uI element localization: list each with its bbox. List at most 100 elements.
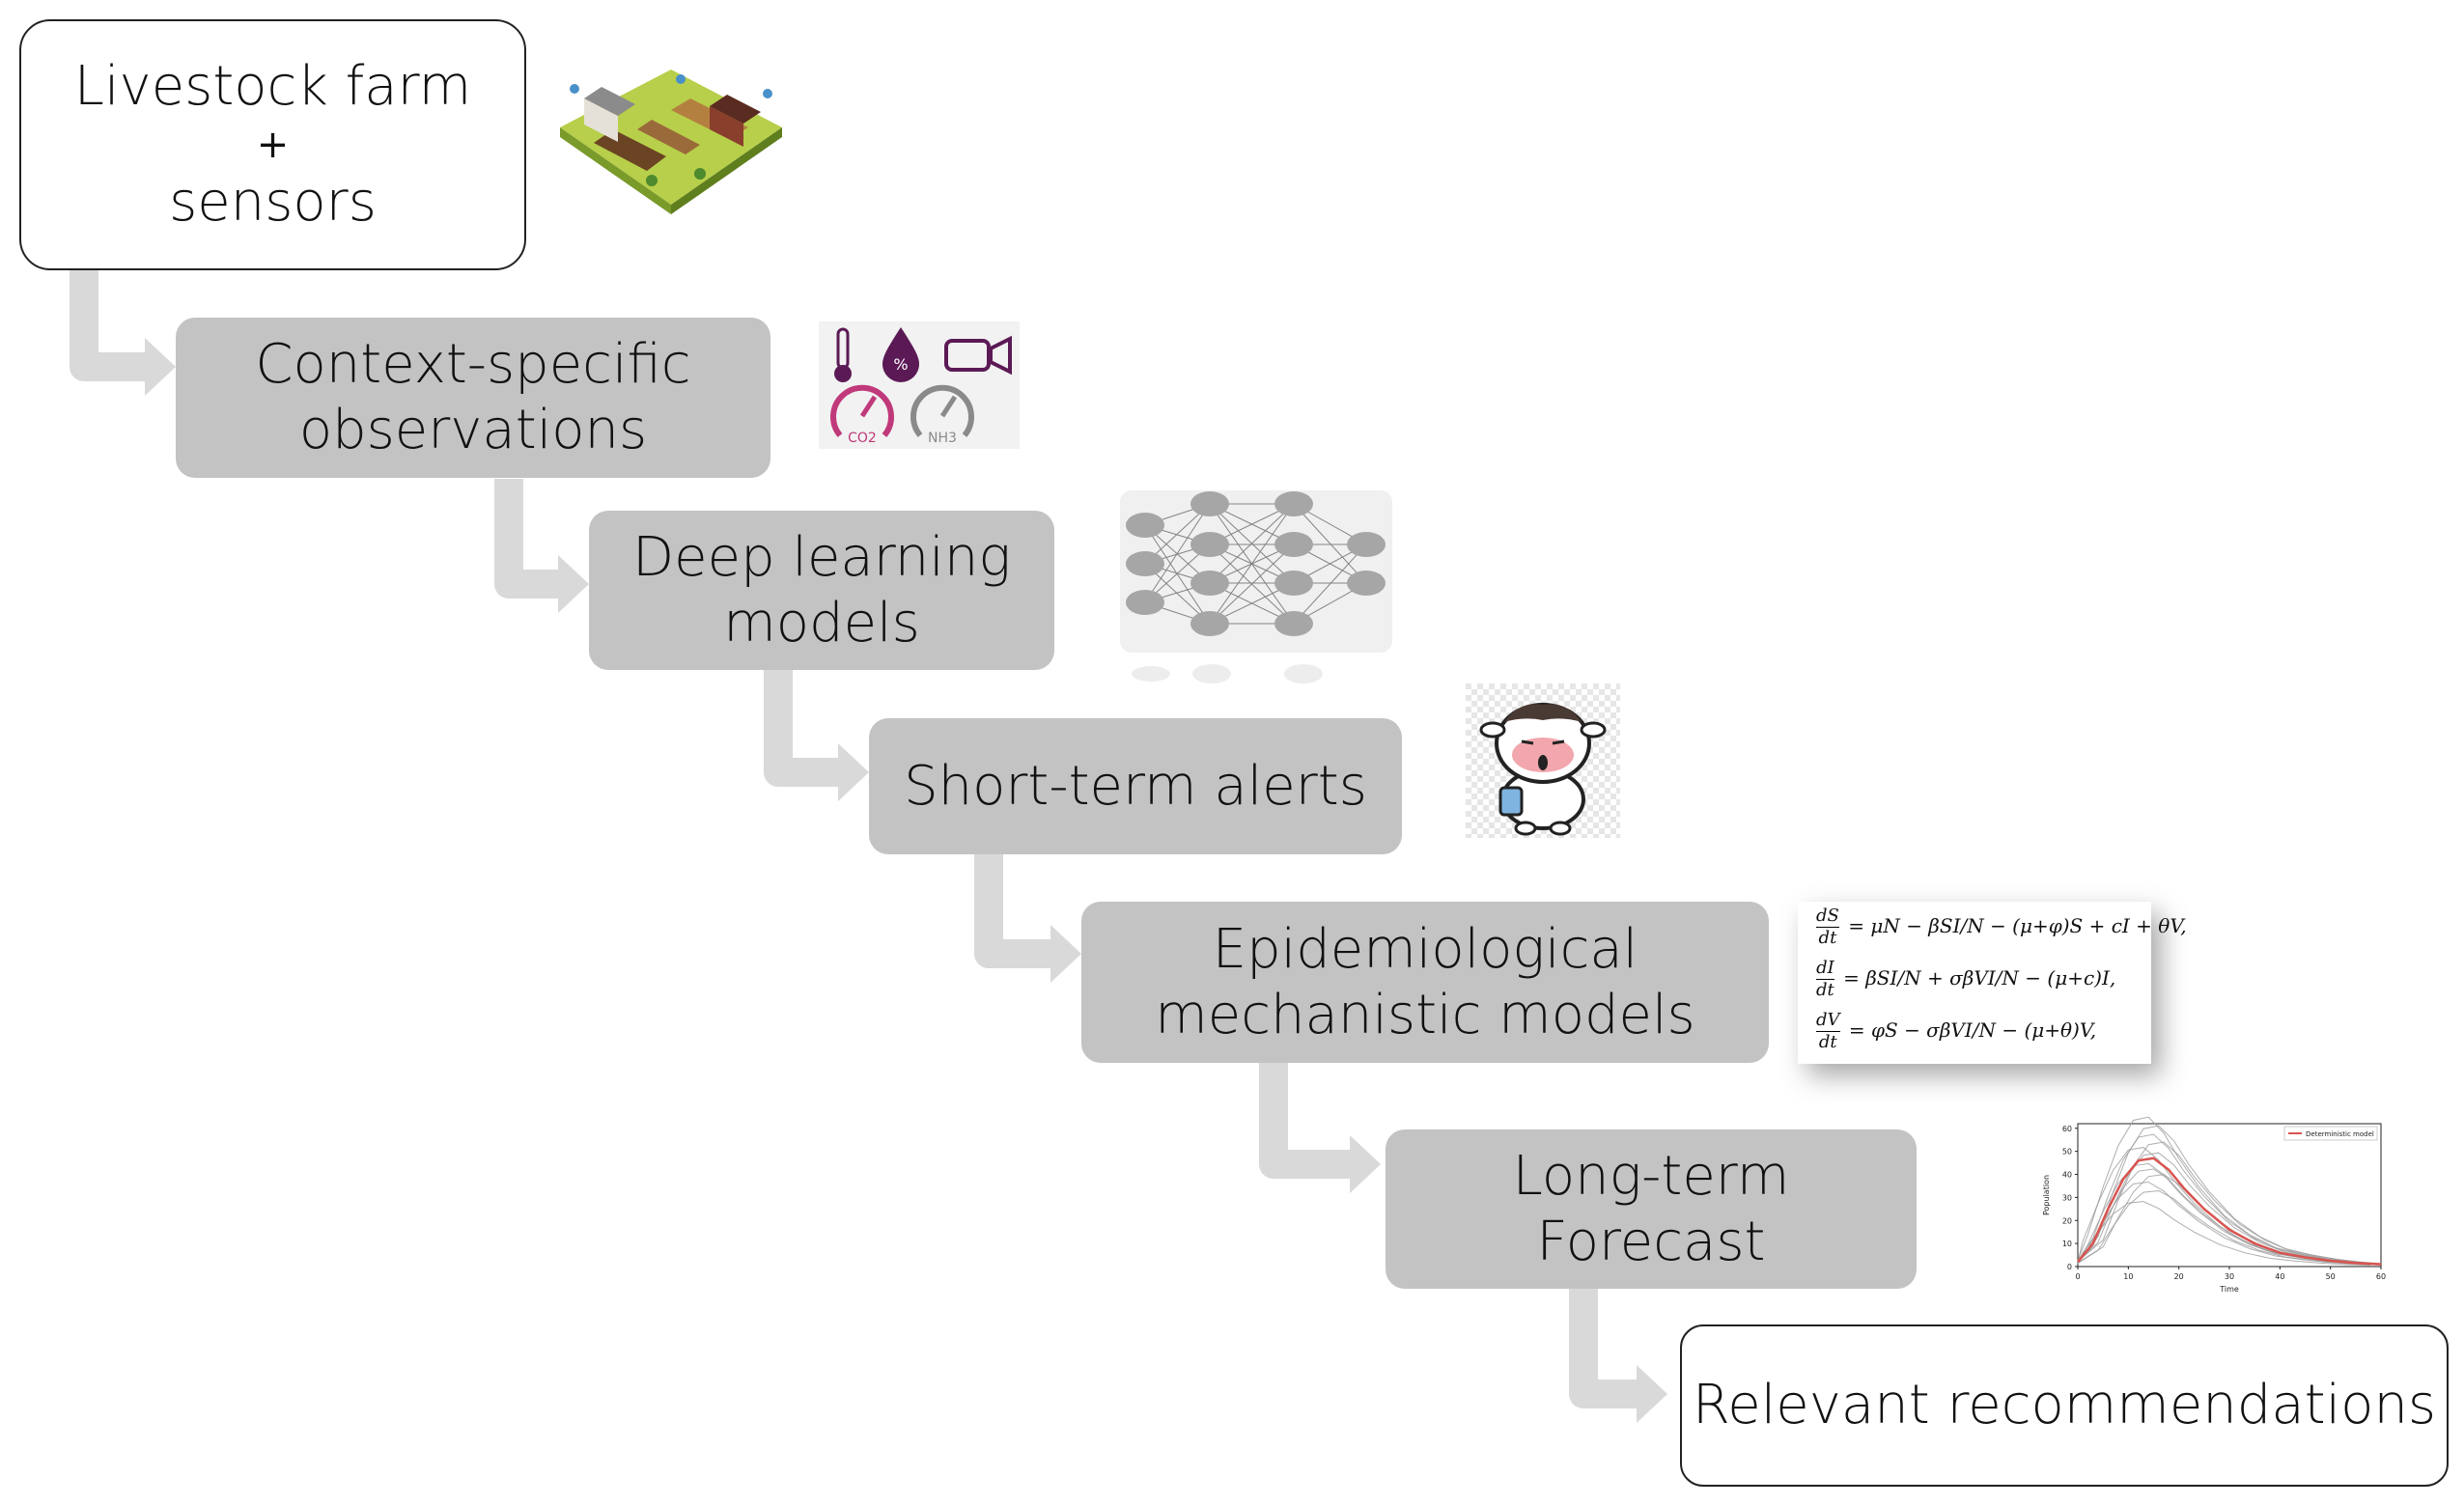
arrowhead bbox=[145, 338, 176, 396]
step-label: Context-specific bbox=[255, 333, 691, 396]
nn-node bbox=[1190, 532, 1229, 557]
step-label: Long-term bbox=[1512, 1144, 1790, 1208]
neural-network-illustration bbox=[1120, 490, 1392, 683]
nn-edge bbox=[1209, 503, 1295, 584]
x-tick-label: 30 bbox=[2225, 1272, 2234, 1281]
step-label: Short-term alerts bbox=[904, 754, 1367, 818]
x-axis-label: Time bbox=[2219, 1285, 2239, 1294]
step-relevant-recommendations: Relevant recommendations bbox=[1680, 1324, 2449, 1487]
legend-box bbox=[2283, 1126, 2378, 1141]
step-label: Epidemiological bbox=[1212, 917, 1638, 981]
eq-rhs: = βSI/N + σβVI/N − (μ+c)I, bbox=[1843, 966, 2116, 989]
humidity-drop-icon: % bbox=[882, 327, 919, 382]
x-tick-label: 20 bbox=[2174, 1272, 2184, 1281]
nn-node bbox=[1190, 571, 1229, 596]
x-tick-label: 10 bbox=[2123, 1272, 2133, 1281]
x-tick-label: 60 bbox=[2376, 1272, 2386, 1281]
eq-lhs-num: dS bbox=[1816, 906, 1839, 928]
stochastic-run-line bbox=[2077, 1125, 2382, 1265]
nn-node bbox=[1274, 532, 1313, 557]
thermometer-icon bbox=[834, 327, 852, 382]
nn-node bbox=[1274, 491, 1313, 516]
step-label: Deep learning bbox=[632, 525, 1011, 589]
nn-node bbox=[1126, 513, 1164, 538]
nn-node bbox=[1190, 491, 1229, 516]
y-tick-label: 20 bbox=[2062, 1216, 2072, 1225]
step-long-term-forecast: Long-term Forecast bbox=[1386, 1129, 1917, 1289]
nn-node bbox=[1347, 532, 1386, 557]
arrowhead bbox=[558, 555, 589, 613]
nn-edge bbox=[1209, 503, 1295, 625]
arrow-farm-to-observations bbox=[70, 270, 145, 381]
eq-lhs-num: dI bbox=[1816, 958, 1834, 980]
x-tick-label: 0 bbox=[2075, 1272, 2080, 1281]
y-tick-label: 40 bbox=[2062, 1171, 2072, 1180]
co2-gauge-icon: CO2 bbox=[830, 384, 894, 446]
arrowhead bbox=[1637, 1365, 1667, 1423]
step-short-term-alerts: Short-term alerts bbox=[869, 718, 1402, 854]
svg-text:%: % bbox=[893, 355, 908, 374]
eq-lhs-num: dV bbox=[1816, 1010, 1840, 1032]
deterministic-series-line bbox=[2077, 1157, 2382, 1266]
nn-node bbox=[1126, 590, 1164, 615]
eq-lhs-den: dt bbox=[1818, 1032, 1837, 1052]
sensor-icons-panel: % CO2 NH3 bbox=[819, 321, 1020, 449]
eq-rhs: = φS − σβVI/N − (μ+θ)V, bbox=[1848, 1018, 2097, 1042]
step-label: observations bbox=[298, 399, 648, 461]
legend-label: Deterministic model bbox=[2306, 1130, 2374, 1138]
nn-node bbox=[1274, 611, 1313, 636]
step-livestock-farm: Livestock farm + sensors bbox=[19, 19, 526, 270]
nn-edge bbox=[1144, 503, 1211, 603]
y-axis-label: Population bbox=[2042, 1175, 2051, 1215]
nh3-label: NH3 bbox=[928, 431, 957, 446]
eq-lhs-den: dt bbox=[1818, 928, 1837, 948]
y-tick-label: 30 bbox=[2062, 1193, 2072, 1202]
arrow-epi-to-forecast bbox=[1259, 1062, 1350, 1179]
arrow-forecast-to-recommendations bbox=[1569, 1288, 1637, 1408]
video-camera-icon bbox=[944, 335, 1012, 376]
step-label: mechanistic models bbox=[1155, 983, 1695, 1046]
nn-node bbox=[1190, 611, 1229, 636]
step-label: Livestock farm bbox=[73, 55, 472, 118]
farm-illustration bbox=[560, 70, 782, 214]
arrow-alerts-to-epi bbox=[974, 854, 1050, 968]
sick-cow-icon bbox=[1466, 683, 1620, 838]
eq-rhs: = μN − βSI/N − (μ+φ)S + cI + θV, bbox=[1848, 914, 2187, 937]
nn-edge bbox=[1144, 524, 1211, 625]
step-epidemiological-models: Epidemiological mechanistic models bbox=[1081, 902, 1769, 1063]
arrowhead bbox=[838, 743, 869, 801]
y-tick-label: 0 bbox=[2067, 1263, 2072, 1271]
x-tick-label: 50 bbox=[2326, 1272, 2336, 1281]
step-context-observations: Context-specific observations bbox=[176, 318, 770, 478]
nn-edge bbox=[1293, 543, 1367, 625]
step-label: sensors bbox=[169, 171, 377, 234]
step-label: Relevant recommendations bbox=[1692, 1374, 2437, 1436]
arrowhead bbox=[1350, 1135, 1381, 1193]
y-tick-label: 50 bbox=[2062, 1148, 2072, 1157]
arrow-observations-to-deep-learning bbox=[494, 479, 558, 599]
nn-edge bbox=[1293, 503, 1367, 584]
y-tick-label: 60 bbox=[2062, 1125, 2072, 1133]
nn-node bbox=[1126, 551, 1164, 576]
step-label: Forecast bbox=[1536, 1210, 1766, 1273]
co2-label: CO2 bbox=[848, 431, 877, 446]
nh3-gauge-icon: NH3 bbox=[910, 384, 974, 446]
arrow-deep-learning-to-alerts bbox=[764, 670, 838, 787]
nn-node bbox=[1274, 571, 1313, 596]
nn-edge bbox=[1209, 543, 1295, 625]
step-label: models bbox=[723, 591, 920, 655]
arrowhead bbox=[1050, 925, 1081, 983]
eq-lhs-den: dt bbox=[1816, 980, 1834, 1000]
x-tick-label: 40 bbox=[2275, 1272, 2284, 1281]
y-tick-label: 10 bbox=[2062, 1240, 2072, 1248]
plus-sign: + bbox=[256, 123, 290, 167]
stochastic-run-line bbox=[2077, 1116, 2376, 1265]
nn-node bbox=[1347, 571, 1386, 596]
